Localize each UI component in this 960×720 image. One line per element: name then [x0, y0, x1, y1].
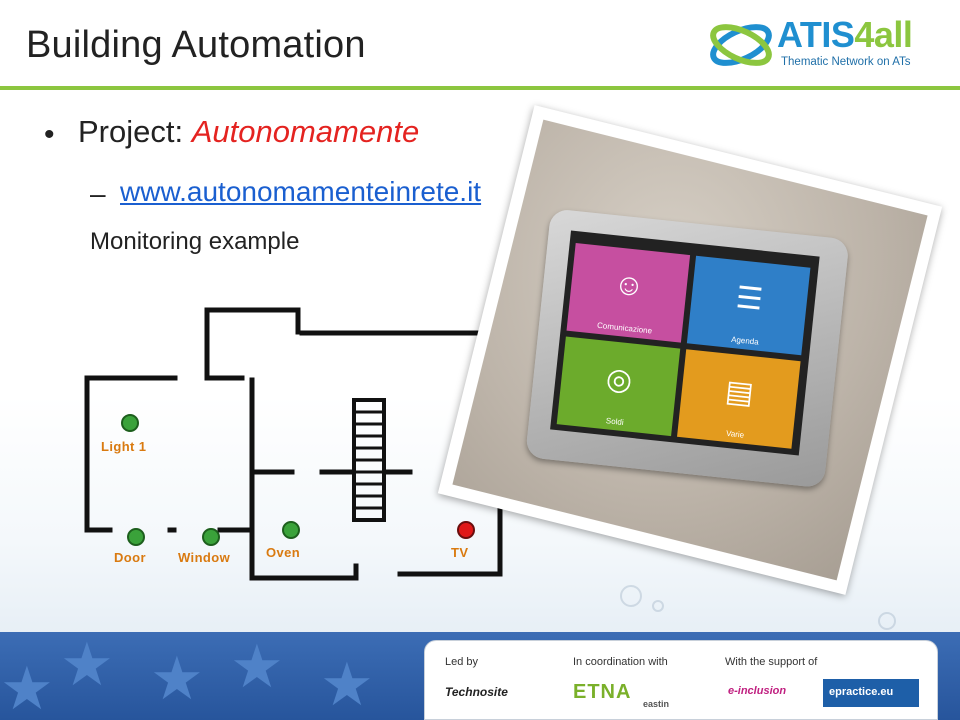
list-icon: ☰ — [734, 281, 765, 317]
project-link[interactable]: www.autonomamenteinrete.it — [120, 176, 482, 207]
epractice-logo[interactable]: epractice.eu — [823, 679, 919, 707]
coins-icon: ◎ — [604, 362, 634, 398]
project-label: Project: — [78, 114, 192, 149]
window-indicator[interactable] — [202, 528, 220, 546]
atis4all-logo: ATIS4all Thematic Network on ATs — [705, 12, 935, 78]
tv-label: TV — [451, 545, 469, 560]
face-icon: ☺ — [612, 267, 647, 304]
tablet-photo-image: ☺Comunicazione ☰Agenda ◎Soldi ▤Varie — [452, 119, 928, 581]
e-inclusion-logo[interactable]: e-inclusion — [728, 685, 787, 697]
star-icon: ★ — [60, 630, 114, 700]
decor-ring — [620, 585, 642, 607]
window-label: Window — [178, 550, 231, 565]
technosite-logo[interactable]: Technosite — [445, 685, 508, 699]
logo-wordmark: ATIS4all — [777, 14, 913, 55]
device-markers — [121, 414, 475, 546]
sub-bullet-dash: – — [90, 178, 106, 209]
monitoring-caption: Monitoring example — [90, 228, 300, 255]
led-by-label: Led by — [445, 656, 479, 668]
tablet-tile-2: ☰Agenda — [686, 255, 811, 356]
book-icon: ▤ — [723, 374, 756, 411]
support-label: With the support of — [725, 656, 818, 668]
door-label: Door — [114, 550, 146, 565]
tablet-tile-3: ◎Soldi — [556, 336, 681, 437]
decor-ring — [652, 600, 664, 612]
etna-logo[interactable]: ETNA — [573, 681, 632, 703]
decor-ring — [878, 612, 896, 630]
tablet-tile-1: ☺Comunicazione — [566, 243, 691, 343]
project-bullet: Project: Autonomamente — [78, 114, 419, 150]
oven-label: Oven — [266, 545, 301, 560]
logo-tagline: Thematic Network on ATs — [781, 56, 911, 68]
project-name: Autonomamente — [191, 114, 420, 149]
door-indicator[interactable] — [127, 528, 145, 546]
bullet-dot: • — [44, 118, 55, 151]
tv-indicator[interactable] — [457, 521, 475, 539]
star-icon: ★ — [0, 654, 54, 720]
tablet-screen: ☺Comunicazione ☰Agenda ◎Soldi ▤Varie — [550, 230, 820, 456]
light-1-label: Light 1 — [101, 439, 147, 454]
light-1-indicator[interactable] — [121, 414, 139, 432]
page-title: Building Automation — [26, 24, 366, 66]
star-icon: ★ — [150, 644, 204, 714]
coordination-label: In coordination with — [573, 656, 668, 668]
eastin-logo[interactable]: eastin — [643, 699, 670, 709]
globe-icon — [710, 24, 772, 66]
star-icon: ★ — [320, 650, 374, 720]
oven-indicator[interactable] — [282, 521, 300, 539]
tablet-device: ☺Comunicazione ☰Agenda ◎Soldi ▤Varie — [525, 208, 850, 489]
star-icon: ★ — [230, 632, 284, 702]
header-divider — [0, 86, 960, 90]
tablet-tile-4: ▤Varie — [677, 349, 801, 449]
sponsor-panel: Led by In coordination with With the sup… — [424, 640, 938, 720]
